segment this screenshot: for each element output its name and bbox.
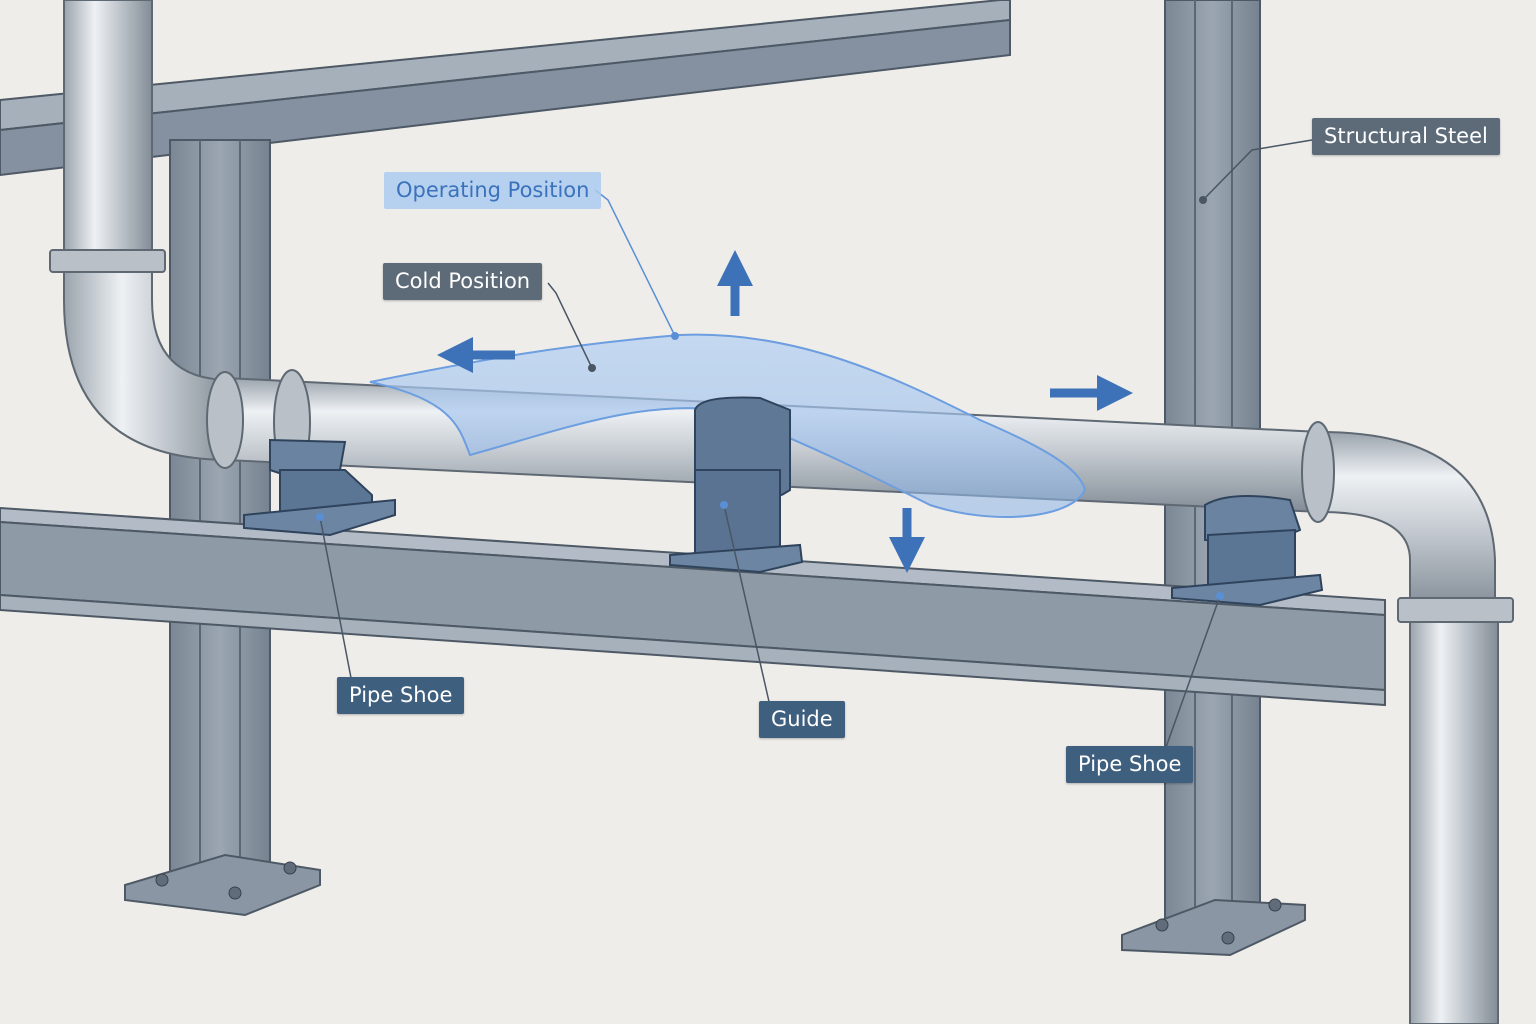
- leader-lines: [319, 139, 1313, 751]
- left-pipe-shoe: [243, 438, 396, 537]
- cold-position-label: Cold Position: [383, 263, 543, 300]
- left-base-plate: [124, 853, 321, 917]
- structural-steel-label: Structural Steel: [1312, 118, 1500, 155]
- leader-dots: [316, 196, 1224, 600]
- left-riser-pipe: [49, 0, 231, 462]
- operating-position-ghost: [369, 333, 1087, 518]
- guide-label: Guide: [759, 701, 845, 738]
- right-downcomer-pipe: [1301, 421, 1514, 1024]
- right-base-plate: [1121, 898, 1306, 957]
- operating-position-label: Operating Position: [384, 172, 602, 209]
- pipe-guide: [669, 396, 804, 574]
- pipe-shoe-right-label: Pipe Shoe: [1066, 746, 1194, 783]
- pipe-shoe-left-label: Pipe Shoe: [337, 677, 465, 714]
- top-beam: [0, 0, 1011, 177]
- right-pipe-shoe: [1171, 495, 1324, 607]
